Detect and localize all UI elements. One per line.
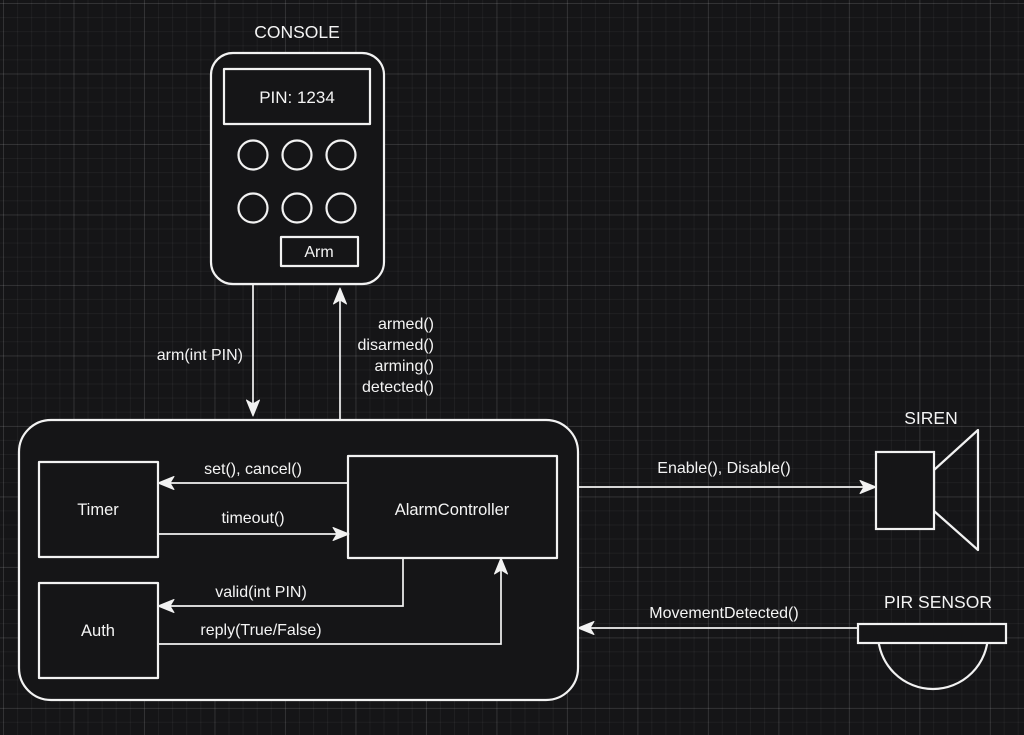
siren-cone-icon (932, 428, 980, 552)
keypad-button-2[interactable] (281, 139, 313, 171)
edge-valid: valid(int PIN) (157, 558, 404, 613)
reply-arrowhead-icon (494, 557, 508, 575)
edge-label-events-3: arming() (374, 358, 434, 375)
edge-timeout: timeout() (158, 510, 350, 541)
keypad-button-6[interactable] (325, 192, 357, 224)
timer-block-label: Timer (77, 501, 119, 519)
siren-body-icon[interactable] (874, 450, 936, 531)
enable-disable-arrowhead-icon (859, 480, 877, 494)
siren-title: SIREN (904, 408, 957, 428)
edge-set-cancel: set(), cancel() (157, 461, 348, 490)
console-display (222, 67, 372, 126)
controller-group[interactable]: Timer Auth AlarmController set(), cancel… (17, 418, 580, 702)
pir-sensor-title: PIR SENSOR (884, 592, 992, 612)
edge-label-timeout: timeout() (221, 510, 284, 527)
arm-button[interactable] (279, 235, 360, 268)
edge-events: armed() disarmed() arming() detected() (333, 287, 434, 420)
pir-sensor-group[interactable]: PIR SENSOR (856, 592, 1008, 691)
edge-movement: MovementDetected() (577, 605, 858, 635)
edge-label-reply: reply(True/False) (200, 622, 321, 639)
edge-label-valid: valid(int PIN) (215, 584, 307, 601)
edge-label-enable-disable: Enable(), Disable() (657, 460, 790, 477)
alarm-controller-block-label: AlarmController (395, 501, 510, 519)
edge-label-set-cancel: set(), cancel() (204, 461, 302, 478)
edge-enable-disable: Enable(), Disable() (578, 460, 877, 494)
keypad-button-1[interactable] (237, 139, 269, 171)
arm-button-label: Arm (304, 244, 333, 261)
pir-bar-icon[interactable] (856, 622, 1008, 645)
set-cancel-arrowhead-icon (157, 476, 175, 490)
siren-group[interactable]: SIREN (874, 408, 980, 552)
edge-arm: arm(int PIN) (157, 284, 260, 417)
edge-label-movement: MovementDetected() (649, 605, 798, 622)
timeout-arrowhead-icon (332, 527, 350, 541)
arm-arrowhead-icon (246, 399, 260, 417)
keypad-button-4[interactable] (237, 192, 269, 224)
edge-label-events-2: disarmed() (358, 337, 434, 354)
edge-reply: reply(True/False) (158, 557, 508, 645)
timer-block[interactable] (37, 460, 160, 559)
movement-arrowhead-icon (577, 621, 595, 635)
console-title: CONSOLE (254, 22, 340, 42)
edge-label-arm: arm(int PIN) (157, 347, 243, 364)
keypad-button-3[interactable] (325, 139, 357, 171)
auth-block[interactable] (37, 581, 160, 680)
keypad-button-5[interactable] (281, 192, 313, 224)
console-display-value: PIN: 1234 (259, 88, 335, 107)
pir-dome-icon (876, 633, 990, 691)
alarm-controller-block[interactable] (346, 454, 559, 560)
edge-label-events-1: armed() (378, 316, 434, 333)
events-arrowhead-icon (333, 287, 347, 305)
auth-block-label: Auth (81, 622, 115, 640)
valid-arrowhead-icon (157, 599, 175, 613)
edge-label-events-4: detected() (362, 379, 434, 396)
console-group[interactable]: CONSOLE PIN: 1234 Arm (209, 22, 386, 286)
